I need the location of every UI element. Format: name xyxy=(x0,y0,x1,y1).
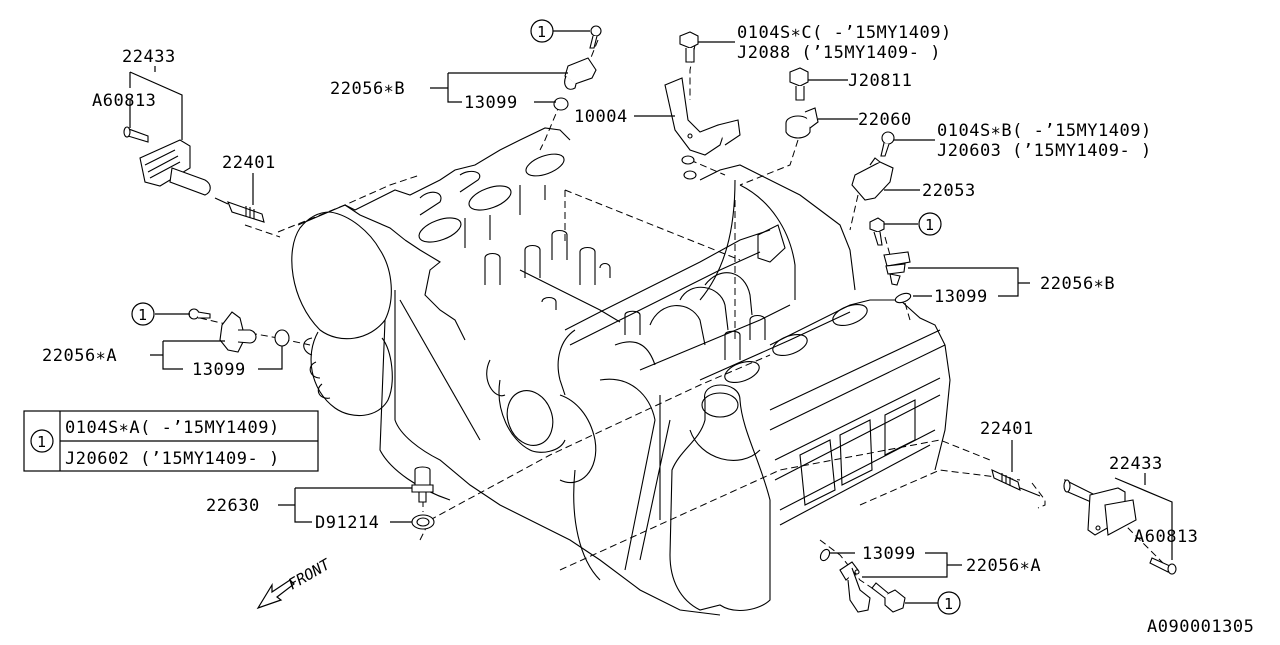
front-arrow-icon xyxy=(256,579,295,610)
coil-bolt-left[interactable] xyxy=(123,126,149,143)
bracket-washer xyxy=(681,155,695,165)
engine-block-illustration xyxy=(291,127,951,616)
sensor-a-right[interactable] xyxy=(839,561,871,613)
sensor-a-left[interactable] xyxy=(219,311,257,353)
front-direction-indicator: FRONT xyxy=(256,555,334,610)
legend-row-2[interactable]: J20602 (’15MY1409- ) xyxy=(65,449,280,469)
knock-sensor[interactable] xyxy=(785,107,819,139)
gasket[interactable] xyxy=(411,514,435,530)
label-temp-sensor[interactable]: 22630 xyxy=(206,496,260,516)
oring-b-right[interactable] xyxy=(894,292,912,305)
ref-marker-text: 1 xyxy=(925,216,934,234)
sensor-b-top[interactable] xyxy=(564,57,597,90)
label-oring-a-left[interactable]: 13099 xyxy=(192,360,246,380)
coil-bolt-right[interactable] xyxy=(1149,557,1177,575)
label-oring-b-right[interactable]: 13099 xyxy=(934,287,988,307)
front-label: FRONT xyxy=(285,555,334,594)
legend-marker: 1 xyxy=(30,429,54,453)
label-knock-sensor[interactable]: 22060 xyxy=(858,110,912,130)
ref-marker-text: 1 xyxy=(138,306,147,324)
legend-table: 1 0104S∗A( -’15MY1409) J20602 (’15MY1409… xyxy=(23,410,319,472)
knock-sensor-bolt[interactable] xyxy=(789,67,809,101)
spark-plug-left[interactable] xyxy=(214,197,265,223)
label-cam-sensor[interactable]: 22053 xyxy=(922,181,976,201)
bracket-10004[interactable] xyxy=(664,77,741,156)
bolt-left-marker-1[interactable] xyxy=(188,308,211,320)
label-plug-right[interactable]: 22401 xyxy=(980,419,1034,439)
label-sensor-b-top[interactable]: 22056∗B xyxy=(330,79,405,99)
label-coil-right[interactable]: 22433 xyxy=(1109,454,1163,474)
label-sensor-a-right[interactable]: 22056∗A xyxy=(966,556,1041,576)
label-bolt-b-line1[interactable]: 0104S∗B( -’15MY1409) xyxy=(937,121,1152,141)
label-coil-left[interactable]: 22433 xyxy=(122,47,176,67)
label-bracket[interactable]: 10004 xyxy=(574,107,628,127)
bolt-b[interactable] xyxy=(880,131,895,157)
label-plug-left[interactable]: 22401 xyxy=(222,153,276,173)
oring-a-left[interactable] xyxy=(274,329,290,347)
legend-row-1[interactable]: 0104S∗A( -’15MY1409) xyxy=(65,418,280,438)
label-coil-bolt-right[interactable]: A60813 xyxy=(1134,527,1198,547)
bolt-top-marker-1[interactable] xyxy=(589,25,602,49)
legend-marker-text: 1 xyxy=(37,433,46,451)
label-sensor-a-left[interactable]: 22056∗A xyxy=(42,346,117,366)
label-oring-a-right[interactable]: 13099 xyxy=(862,544,916,564)
spark-plug-right[interactable] xyxy=(991,469,1041,497)
label-coil-bolt-left[interactable]: A60813 xyxy=(92,91,156,111)
label-bolt-c-line1[interactable]: 0104S∗C( -’15MY1409) xyxy=(737,23,952,43)
ref-marker-text: 1 xyxy=(944,595,953,613)
ignition-coil-left[interactable] xyxy=(139,139,211,196)
ignition-coil-right[interactable] xyxy=(1063,478,1137,536)
ref-marker-right[interactable]: 1 xyxy=(918,212,942,236)
leader-lines xyxy=(129,30,1173,604)
oring-b-top[interactable] xyxy=(553,97,569,111)
label-bolt-c-line2[interactable]: J2088 (’15MY1409- ) xyxy=(737,43,941,63)
bolt-c[interactable] xyxy=(679,31,699,63)
ref-marker-bottom[interactable]: 1 xyxy=(937,591,961,615)
reference-code: A090001305 xyxy=(1147,617,1254,637)
cam-sensor[interactable] xyxy=(851,157,894,201)
bracket-boss xyxy=(683,170,697,180)
label-gasket[interactable]: D91214 xyxy=(315,513,379,533)
label-bolt-b-line2[interactable]: J20603 (’15MY1409- ) xyxy=(937,141,1152,161)
temperature-sensor[interactable] xyxy=(411,466,434,503)
label-oring-b-top[interactable]: 13099 xyxy=(464,93,518,113)
sensor-b-right[interactable] xyxy=(883,251,911,286)
oring-a-right[interactable] xyxy=(819,548,832,562)
bolt-right-marker-1[interactable] xyxy=(869,217,885,246)
ref-marker-left[interactable]: 1 xyxy=(131,302,155,326)
ref-marker-top[interactable]: 1 xyxy=(530,19,554,43)
ref-marker-text: 1 xyxy=(537,23,546,41)
label-sensor-b-right[interactable]: 22056∗B xyxy=(1040,274,1115,294)
bolt-lower-right-marker-1[interactable] xyxy=(871,582,906,613)
callout-labels: 22433 A60813 22401 22056∗B 13099 10004 0… xyxy=(42,23,1254,637)
label-knock-bolt[interactable]: J20811 xyxy=(848,71,912,91)
